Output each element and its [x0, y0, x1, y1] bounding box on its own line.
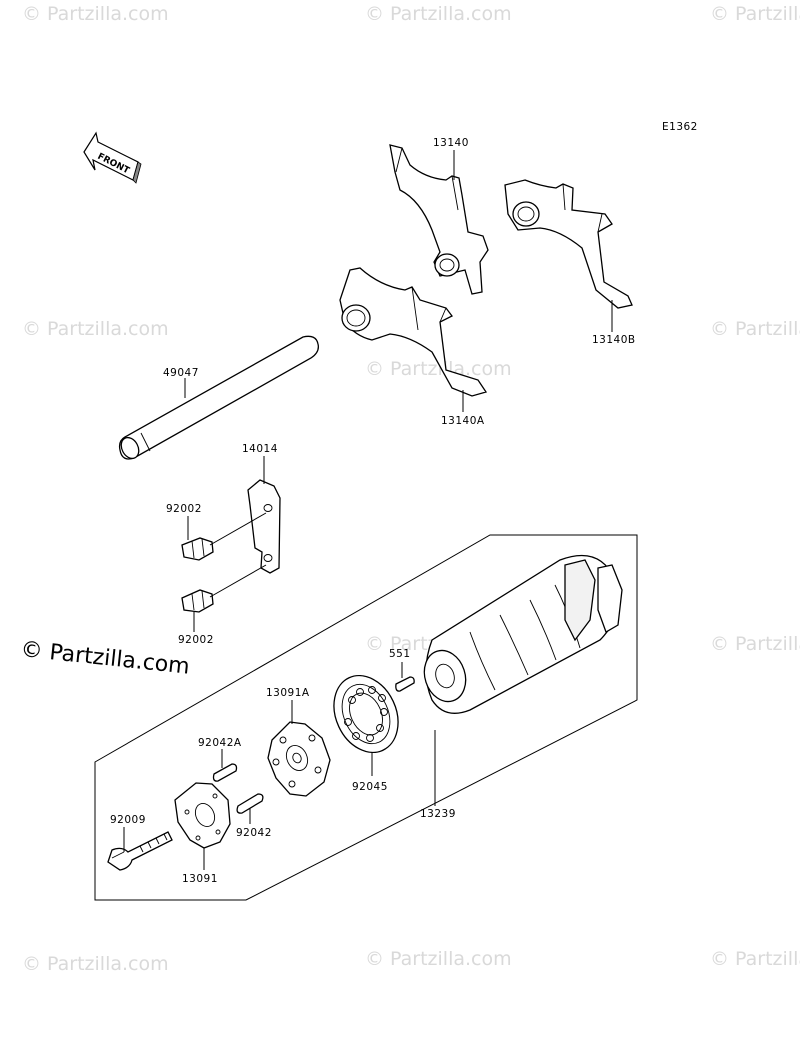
- label-13091: 13091: [182, 873, 218, 885]
- bolt-92002-bottom: [181, 564, 267, 613]
- watermarks: © Partzilla.com © Partzilla.com © Partzi…: [19, 3, 800, 975]
- label-14014: 14014: [242, 443, 278, 455]
- screw-92009: [107, 831, 173, 871]
- watermark: © Partzilla.com: [365, 358, 512, 380]
- pin-92042: [236, 793, 264, 814]
- watermark: © Partzilla.com: [22, 3, 169, 25]
- assembly-frame: [94, 534, 638, 901]
- pin-551: [395, 676, 415, 692]
- label-92045: 92045: [352, 781, 388, 793]
- shift-fork-13140: [389, 144, 489, 295]
- label-92002-top: 92002: [166, 503, 202, 515]
- big-watermark: © Partzilla.com: [19, 637, 190, 680]
- label-92009: 92009: [110, 814, 146, 826]
- label-49047: 49047: [163, 367, 199, 379]
- watermark: © Partzilla.com: [710, 3, 800, 25]
- shift-fork-13140B: [504, 179, 633, 309]
- watermark: © Partzilla.com: [22, 318, 169, 340]
- shift-drum-13239: [423, 554, 623, 714]
- shift-rod-49047: [118, 335, 319, 460]
- holder-13091A: [267, 721, 331, 797]
- label-92042: 92042: [236, 827, 272, 839]
- shift-fork-13140A: [339, 267, 488, 397]
- diagram-code: E1362: [662, 121, 698, 133]
- plate-14014: [247, 479, 281, 574]
- bearing-92045: [333, 674, 399, 754]
- front-arrow-icon: FRONT: [83, 131, 142, 184]
- label-13140B: 13140B: [592, 334, 636, 346]
- watermark: © Partzilla.com: [710, 318, 800, 340]
- label-13091A: 13091A: [266, 687, 310, 699]
- label-92002-bottom: 92002: [178, 634, 214, 646]
- bolt-92002-top: [181, 512, 267, 561]
- watermark: © Partzilla.com: [365, 3, 512, 25]
- watermark: © Partzilla.com: [710, 633, 800, 655]
- label-551: 551: [389, 648, 411, 660]
- pin-92042A: [212, 763, 238, 782]
- watermark: © Partzilla.com: [710, 948, 800, 970]
- label-13140: 13140: [433, 137, 469, 149]
- plate-13091: [174, 782, 231, 849]
- label-13140A: 13140A: [441, 415, 485, 427]
- label-92042A: 92042A: [198, 737, 242, 749]
- label-13239: 13239: [420, 808, 456, 820]
- watermark: © Partzilla.com: [365, 948, 512, 970]
- watermark: © Partzilla.com: [22, 953, 169, 975]
